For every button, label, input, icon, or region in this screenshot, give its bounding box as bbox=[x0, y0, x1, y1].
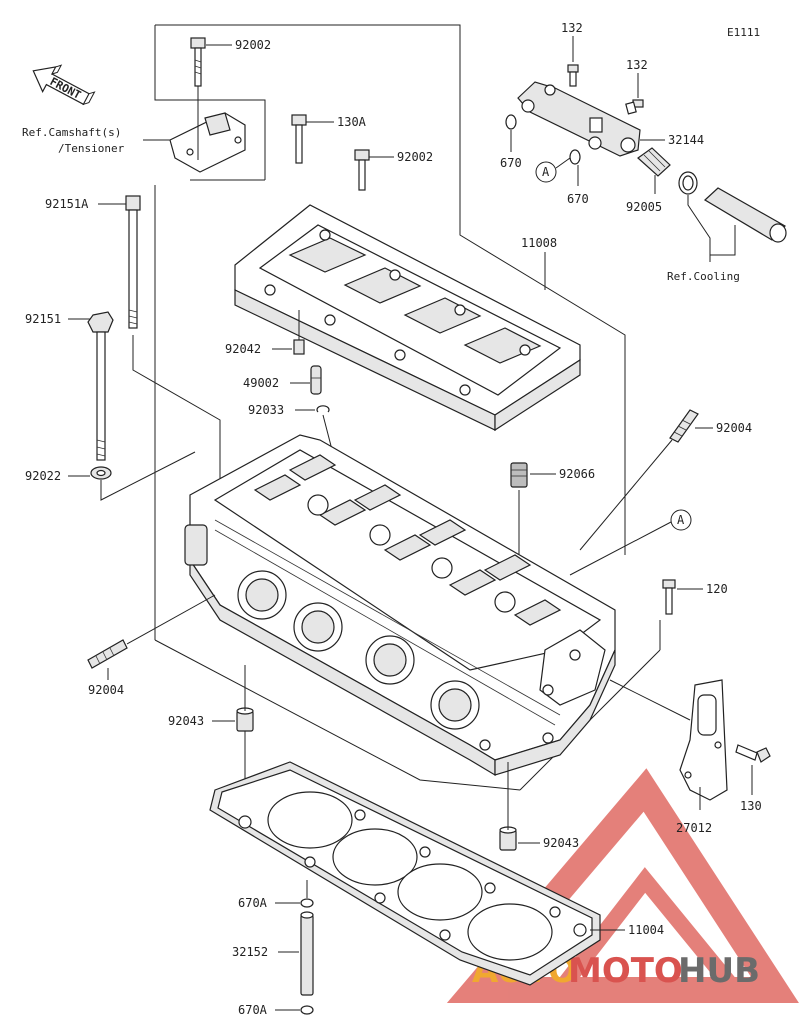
front-arrow-icon: FRONT bbox=[32, 64, 96, 106]
label-92005: 92005 bbox=[626, 200, 662, 214]
oring-670A-bottom bbox=[300, 1005, 314, 1015]
label-130A: 130A bbox=[337, 115, 367, 129]
oring-670-right bbox=[569, 149, 581, 165]
stud-92004-right bbox=[669, 409, 699, 443]
label-27012: 27012 bbox=[676, 821, 712, 835]
label-670-right: 670 bbox=[567, 192, 589, 206]
oil-jet-49002 bbox=[310, 365, 322, 395]
label-92004-right: 92004 bbox=[716, 421, 752, 435]
oring-670-left bbox=[505, 114, 517, 130]
bolt-120 bbox=[662, 579, 676, 615]
label-92004-left: 92004 bbox=[88, 683, 124, 697]
label-92042: 92042 bbox=[225, 342, 261, 356]
bolt-92151A bbox=[125, 195, 141, 329]
ref-camshaft-label: Ref.Camshaft(s) bbox=[22, 126, 121, 139]
cooling-hose bbox=[704, 187, 787, 243]
label-92033: 92033 bbox=[248, 403, 284, 417]
cylinder-head-main bbox=[184, 434, 616, 777]
watermark-logo bbox=[446, 768, 799, 1003]
label-92151: 92151 bbox=[25, 312, 61, 326]
label-670A-top: 670A bbox=[238, 896, 268, 910]
diagram-code: E1111 bbox=[727, 26, 760, 39]
oring-92033 bbox=[316, 405, 330, 413]
bolt-130 bbox=[735, 744, 771, 763]
marker-a-top: A bbox=[535, 161, 557, 183]
label-49002: 49002 bbox=[243, 376, 279, 390]
label-11008: 11008 bbox=[521, 236, 557, 250]
washer-92022 bbox=[90, 466, 112, 480]
camshaft-tensioner-ref bbox=[169, 112, 246, 173]
label-132-a: 132 bbox=[561, 21, 583, 35]
svg-text:FRONT: FRONT bbox=[48, 75, 84, 102]
water-pipe-32144 bbox=[517, 81, 641, 157]
watermark-moto: MOTO bbox=[568, 951, 683, 991]
pipe-32152 bbox=[300, 911, 314, 996]
dowel-92043-right bbox=[499, 826, 517, 851]
label-92043-right: 92043 bbox=[543, 836, 579, 850]
label-92151A: 92151A bbox=[45, 197, 89, 211]
exhaust-ports bbox=[237, 570, 480, 730]
label-32144: 32144 bbox=[668, 133, 704, 147]
label-92022: 92022 bbox=[25, 469, 61, 483]
label-670A-bottom: 670A bbox=[238, 1003, 268, 1017]
watermark-hub: HUB bbox=[678, 951, 760, 991]
camshaft-cap-11008 bbox=[234, 204, 581, 432]
label-130: 130 bbox=[740, 799, 762, 813]
stud-92004-left bbox=[87, 639, 128, 669]
bolt-92002-mid bbox=[354, 149, 370, 191]
ref-cooling-label: Ref.Cooling bbox=[667, 270, 740, 283]
bolt-130A bbox=[291, 114, 307, 164]
hose-clamp-icon bbox=[678, 171, 698, 195]
bolt-132-a bbox=[567, 64, 579, 87]
svg-text:A: A bbox=[677, 513, 685, 527]
ref-tensioner-label: /Tensioner bbox=[58, 142, 125, 155]
dowel-92043-left bbox=[236, 707, 254, 732]
label-92002-top: 92002 bbox=[235, 38, 271, 52]
label-92043-left: 92043 bbox=[168, 714, 204, 728]
svg-text:A: A bbox=[542, 165, 550, 179]
label-670-left: 670 bbox=[500, 156, 522, 170]
bolt-132-b bbox=[625, 99, 644, 115]
oring-670A-top bbox=[300, 898, 314, 908]
label-92066: 92066 bbox=[559, 467, 595, 481]
bolt-92002-top bbox=[190, 37, 206, 87]
marker-a-right: A bbox=[670, 509, 692, 531]
fitting-92005 bbox=[637, 147, 671, 177]
head-gasket-11004 bbox=[209, 761, 601, 986]
dowel-92042 bbox=[293, 339, 305, 355]
label-32152: 32152 bbox=[232, 945, 268, 959]
label-92002-mid: 92002 bbox=[397, 150, 433, 164]
label-120: 120 bbox=[706, 582, 728, 596]
label-132-b: 132 bbox=[626, 58, 648, 72]
label-11004: 11004 bbox=[628, 923, 664, 937]
bolt-92151 bbox=[87, 311, 114, 461]
plug-92066 bbox=[510, 462, 528, 488]
bracket-27012 bbox=[679, 679, 728, 801]
